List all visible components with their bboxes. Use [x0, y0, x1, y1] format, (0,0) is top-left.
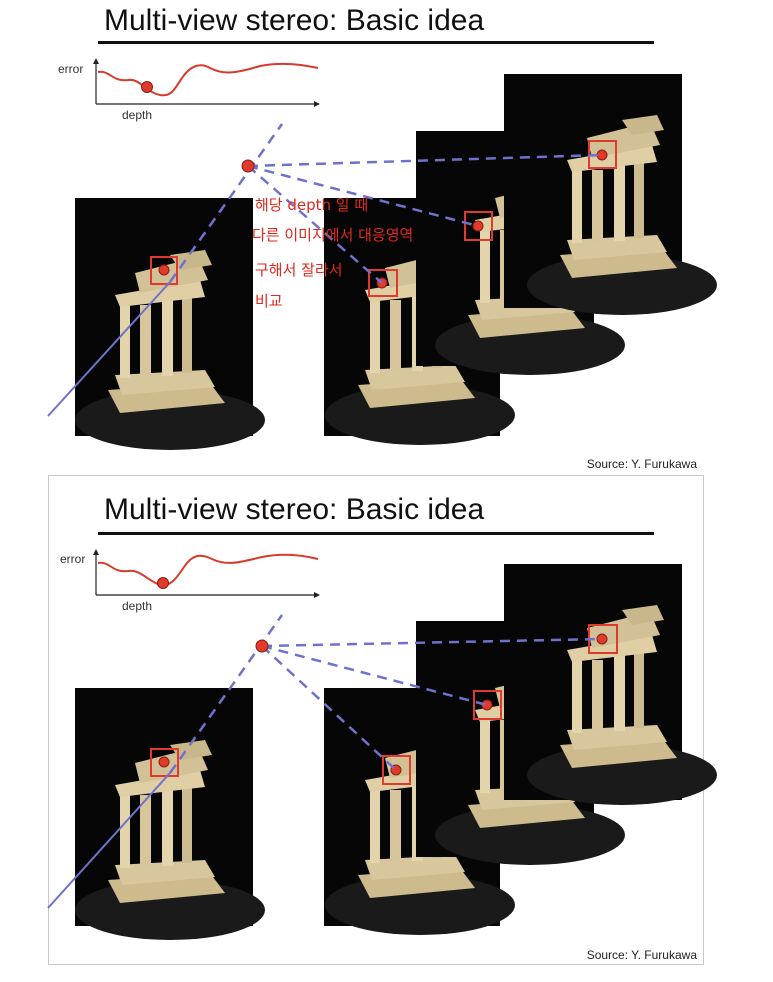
curve-y-label: error	[58, 62, 84, 76]
curve-x-label: depth	[122, 108, 153, 122]
neighbor-patch-2	[473, 690, 502, 720]
reference-photo	[75, 688, 265, 940]
note-line-2: 다른 이미지에서 대응영역	[252, 226, 413, 244]
note-line-3: 구해서 잘라서	[255, 261, 343, 279]
source-credit: Source: Y. Furukawa	[586, 457, 697, 471]
error-curve	[97, 553, 319, 587]
error-curve	[97, 62, 319, 97]
handwritten-note: 해당 depth 일 때 다른 이미지에서 대응영역 구해서 잘라서 비교	[252, 196, 413, 310]
curve-y-label: error	[60, 552, 86, 566]
projection-ray-1	[261, 645, 397, 771]
slide-title: Multi-view stereo: Basic idea	[104, 4, 485, 37]
stereo-diagram: 해당 depth 일 때 다른 이미지에서 대응영역 구해서 잘라서 비교	[47, 58, 717, 450]
slide-top: Multi-view stereo: Basic idea error dept…	[0, 0, 773, 475]
reference-patch	[150, 748, 179, 777]
note-line-1: 해당 depth 일 때	[255, 196, 368, 214]
projection-ray-2	[247, 164, 479, 228]
curve-x-label: depth	[122, 599, 153, 613]
projection-ray-3	[247, 153, 603, 168]
reference-ray-dashed	[168, 123, 284, 283]
projection-ray-2	[261, 644, 488, 707]
curve-depth-marker	[141, 81, 153, 93]
reference-patch	[150, 256, 178, 285]
title-underline	[98, 532, 654, 535]
neighbor-photo-3	[504, 564, 717, 805]
reference-ray	[47, 281, 171, 417]
slide-bottom: Multi-view stereo: Basic idea error dept…	[0, 475, 773, 970]
projection-ray-1	[247, 165, 383, 284]
title-underline	[98, 41, 654, 44]
source-credit: Source: Y. Furukawa	[586, 948, 697, 962]
neighbor-photo-3	[504, 74, 717, 315]
neighbor-patch-2	[464, 211, 493, 241]
neighbor-patch-1	[382, 755, 411, 785]
depth-hypothesis-point	[255, 639, 269, 653]
reference-photo	[75, 198, 265, 450]
neighbor-patch-1	[368, 269, 398, 297]
stereo-diagram	[47, 549, 717, 940]
projection-ray-3	[261, 637, 603, 648]
depth-hypothesis-point	[241, 159, 255, 173]
slide-frame	[48, 475, 704, 965]
reference-ray	[47, 772, 171, 909]
note-line-4: 비교	[255, 292, 283, 310]
slide-title: Multi-view stereo: Basic idea	[104, 493, 485, 526]
curve-depth-marker	[157, 577, 169, 589]
